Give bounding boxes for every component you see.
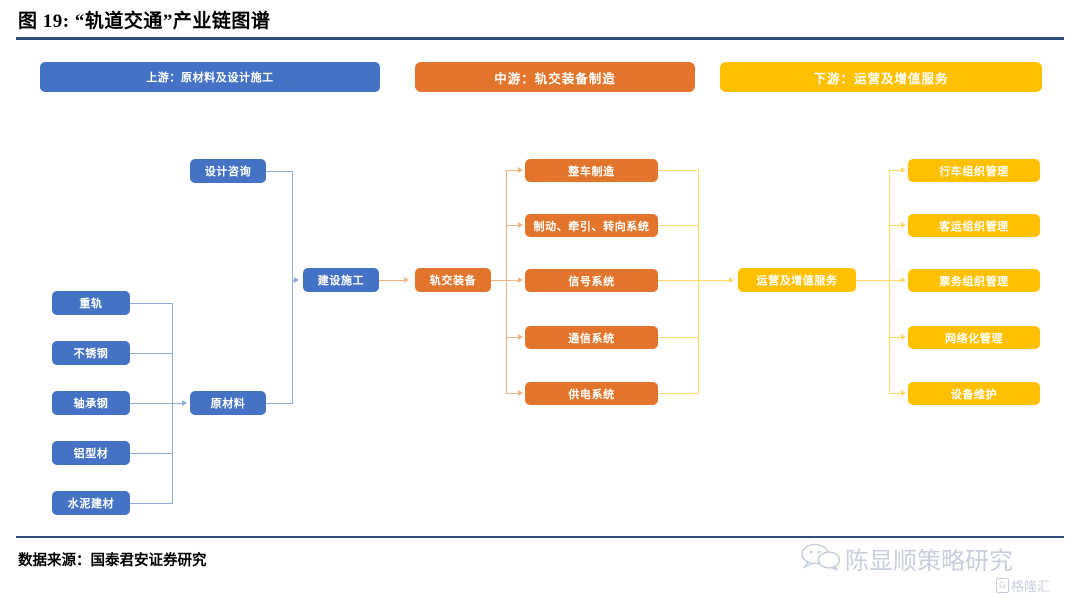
arrow-to-network-management <box>901 333 906 340</box>
connector-bearing-steel <box>130 403 182 404</box>
node-material-stainless-steel[interactable]: 不锈钢 <box>52 341 130 365</box>
connector-bus-to-power-system <box>506 393 520 394</box>
arrow-to-passenger-management <box>901 221 906 228</box>
node-operations-value-added[interactable]: 运营及增值服务 <box>738 268 856 292</box>
arrow-to-vehicle-manufacturing <box>518 166 523 173</box>
node-communication-system[interactable]: 通信系统 <box>525 326 658 349</box>
connector-aluminium-profile <box>130 453 172 454</box>
brand-label: 格隆汇 <box>1011 579 1051 594</box>
node-traffic-organization-management[interactable]: 行车组织管理 <box>908 159 1040 182</box>
connector-midstream-collector-bus <box>698 170 699 394</box>
arrow-to-power-system <box>518 389 523 396</box>
connector-materials-bus <box>172 303 173 504</box>
connector-bus-to-vehicle-manufacturing <box>506 170 520 171</box>
arrow-to-raw-materials <box>182 399 187 406</box>
connector-bus-to-passenger-management <box>889 225 903 226</box>
connector-bus-to-traffic-management <box>889 170 903 171</box>
node-power-supply-system[interactable]: 供电系统 <box>525 382 658 405</box>
connector-construction-to-equipment <box>379 280 405 281</box>
node-ticketing-organization-management[interactable]: 票务组织管理 <box>908 269 1040 292</box>
node-design-consulting[interactable]: 设计咨询 <box>190 159 266 183</box>
node-rail-equipment[interactable]: 轨交装备 <box>415 268 491 292</box>
node-material-bearing-steel[interactable]: 轴承钢 <box>52 391 130 415</box>
node-material-heavy-rail[interactable]: 重轨 <box>52 291 130 315</box>
arrow-to-rail-equipment <box>404 276 409 283</box>
watermark-account: 陈显顺策略研究 <box>845 548 1013 575</box>
title-divider <box>16 37 1064 40</box>
connector-bus-to-equipment-maintenance <box>889 393 903 394</box>
arrow-to-construction <box>294 276 299 283</box>
node-equipment-maintenance[interactable]: 设备维护 <box>908 382 1040 405</box>
arrow-to-signal-system <box>518 276 523 283</box>
source-note: 数据来源：国泰君安证券研究 <box>18 553 207 569</box>
node-signal-system[interactable]: 信号系统 <box>525 269 658 292</box>
connector-vehicle-to-collector <box>658 170 698 171</box>
node-construction[interactable]: 建设施工 <box>303 268 379 292</box>
connector-midstream-bus <box>506 170 507 394</box>
node-material-cement-building[interactable]: 水泥建材 <box>52 491 130 515</box>
connector-raw-to-bus <box>266 403 292 404</box>
connector-brake-to-collector <box>658 225 698 226</box>
node-material-aluminium-profile[interactable]: 铝型材 <box>52 441 130 465</box>
watermark-brand: G 格隆汇 <box>996 576 1050 595</box>
arrow-to-operations <box>729 276 734 283</box>
page-title: 图 19: “轨道交通”产业链图谱 <box>18 11 271 32</box>
arrow-to-ticketing-management <box>901 276 906 283</box>
node-network-management[interactable]: 网络化管理 <box>908 326 1040 349</box>
connector-bus-to-brake-system <box>506 225 520 226</box>
connector-cement-building <box>130 503 172 504</box>
footer-divider <box>16 536 1064 538</box>
arrow-to-traffic-management <box>901 166 906 173</box>
connector-bus-to-network-management <box>889 337 903 338</box>
connector-operations-to-bus <box>856 280 889 281</box>
stage-bar-upstream: 上游：原材料及设计施工 <box>40 62 380 92</box>
connector-heavy-rail <box>130 303 172 304</box>
node-brake-traction-steering-system[interactable]: 制动、牵引、转向系统 <box>525 214 658 237</box>
node-passenger-organization-management[interactable]: 客运组织管理 <box>908 214 1040 237</box>
connector-upstream-vertical-bus <box>292 171 293 404</box>
connector-design-to-bus <box>266 171 292 172</box>
connector-bus-to-ticketing-management <box>889 280 903 281</box>
stage-bar-midstream: 中游：轨交装备制造 <box>415 62 695 92</box>
brand-mark-icon: G <box>996 578 1009 593</box>
connector-bus-to-signal-system <box>506 280 520 281</box>
connector-bus-to-communication-system <box>506 337 520 338</box>
connector-downstream-bus <box>889 170 890 394</box>
connector-power-to-collector <box>658 393 698 394</box>
wechat-icon <box>800 543 842 576</box>
arrow-to-brake-system <box>518 221 523 228</box>
connector-stainless-steel <box>130 353 172 354</box>
connector-signal-to-collector <box>658 280 730 281</box>
arrow-to-communication-system <box>518 333 523 340</box>
node-vehicle-manufacturing[interactable]: 整车制造 <box>525 159 658 182</box>
node-raw-materials[interactable]: 原材料 <box>190 391 266 415</box>
stage-bar-downstream: 下游：运营及增值服务 <box>720 62 1042 92</box>
connector-equipment-to-bus <box>491 280 506 281</box>
connector-communication-to-collector <box>658 337 698 338</box>
arrow-to-equipment-maintenance <box>901 389 906 396</box>
